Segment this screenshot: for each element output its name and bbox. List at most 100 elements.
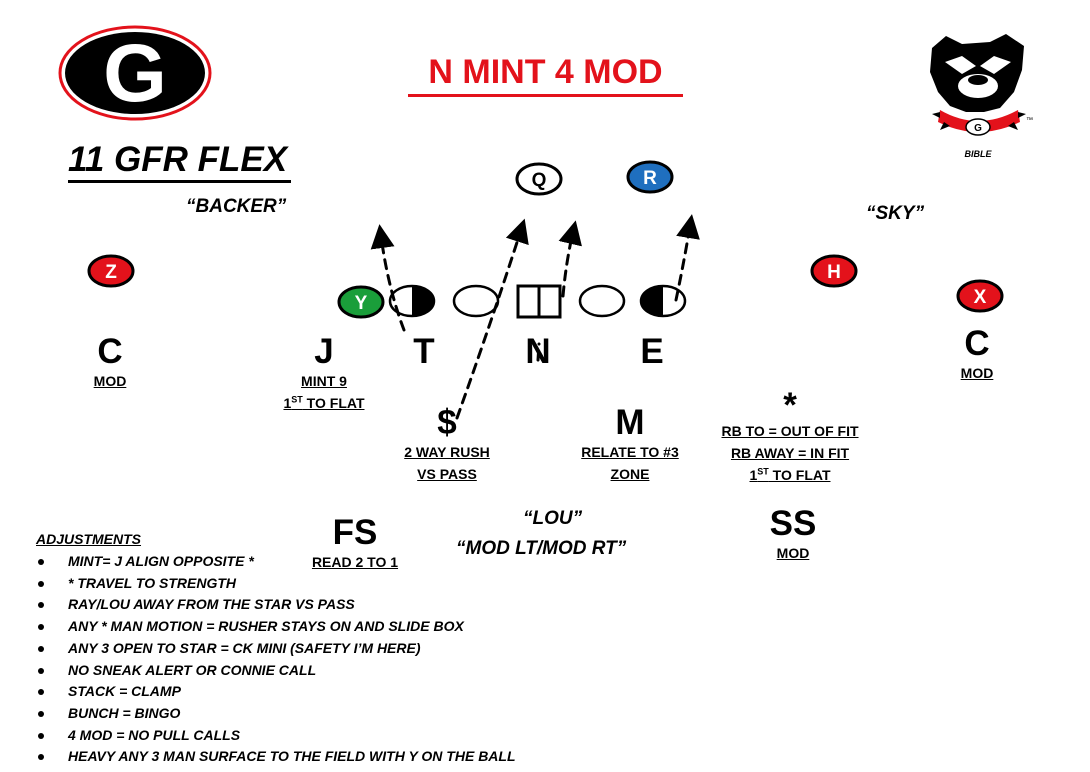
defender-note: RELATE TO #3 bbox=[581, 444, 679, 460]
defender-label: T bbox=[413, 332, 435, 371]
center-square bbox=[516, 284, 562, 319]
player-label: Y bbox=[355, 293, 368, 314]
player-marker bbox=[810, 254, 858, 288]
player-label: R bbox=[643, 168, 657, 189]
player-label: Q bbox=[532, 170, 547, 191]
adjustments-list: MINT= J ALIGN OPPOSITE * * TRAVEL TO STR… bbox=[36, 551, 516, 768]
player-marker bbox=[337, 285, 385, 319]
defender-label: C bbox=[964, 324, 990, 363]
mascot-caption: BIBLE bbox=[965, 149, 993, 159]
offense-player-q: Q bbox=[515, 162, 563, 196]
bullet-icon bbox=[38, 559, 44, 565]
defender-note: VS PASS bbox=[417, 466, 477, 482]
defender-label: * bbox=[783, 386, 797, 425]
list-item: HEAVY ANY 3 MAN SURFACE TO THE FIELD WIT… bbox=[36, 746, 516, 768]
play-title: N MINT 4 MOD bbox=[408, 52, 683, 97]
offense-player-z: Z bbox=[87, 254, 135, 288]
list-item: STACK = CLAMP bbox=[36, 681, 516, 703]
list-item: ANY * MAN MOTION = RUSHER STAYS ON AND S… bbox=[36, 616, 516, 638]
defender-label: $ bbox=[437, 403, 457, 442]
bullet-icon bbox=[38, 710, 44, 717]
list-item: RAY/LOU AWAY FROM THE STAR VS PASS bbox=[36, 594, 516, 616]
offensive-lineman bbox=[639, 284, 687, 318]
defender-note: MOD bbox=[93, 373, 127, 389]
defender-label: FS bbox=[332, 513, 378, 552]
bullet-icon bbox=[38, 732, 44, 739]
defender-j: J MINT 9 1ST TO FLAT bbox=[264, 334, 384, 414]
offense-player-x: X bbox=[956, 279, 1004, 313]
defender-note: ZONE bbox=[610, 466, 650, 482]
offensive-skill-players: Q R Z H X Y bbox=[87, 160, 1004, 319]
bullet-icon bbox=[38, 689, 44, 696]
defender-fs: FS READ 2 TO 1 bbox=[295, 515, 415, 573]
defender-ss: SS MOD bbox=[753, 506, 833, 564]
logo-letter: G bbox=[103, 28, 167, 119]
defender-note: MOD bbox=[960, 365, 994, 381]
sky-call: “SKY” bbox=[866, 203, 925, 224]
bullet-icon bbox=[38, 602, 44, 609]
defender-note: MOD bbox=[776, 545, 810, 561]
movement-arrow bbox=[536, 342, 541, 362]
player-label: H bbox=[827, 262, 841, 283]
defender-note: 2 WAY RUSH bbox=[404, 444, 490, 460]
trademark-mark: ™ bbox=[1026, 117, 1033, 124]
defender-c-left: C MOD bbox=[78, 334, 142, 392]
defender-label: C bbox=[97, 332, 123, 371]
defender-c-right: C MOD bbox=[945, 326, 1009, 384]
defender-label: SS bbox=[769, 504, 817, 543]
player-marker bbox=[956, 279, 1004, 313]
adjustments-title: ADJUSTMENTS bbox=[36, 531, 142, 547]
player-label: X bbox=[974, 287, 987, 308]
mod-call: “MOD LT/MOD RT” bbox=[456, 538, 627, 559]
georgia-g-logo: G bbox=[58, 25, 212, 121]
lou-call: “LOU” bbox=[523, 508, 583, 529]
movement-arrows bbox=[370, 214, 700, 420]
player-label: Z bbox=[105, 262, 117, 283]
bullet-icon bbox=[38, 754, 44, 761]
defender-e: E bbox=[630, 334, 674, 370]
formation-name: 11 GFR FLEX bbox=[68, 140, 292, 183]
defender-label: N bbox=[525, 332, 551, 371]
bullet-icon bbox=[38, 667, 44, 674]
offensive-line bbox=[388, 284, 687, 319]
offensive-lineman bbox=[578, 284, 626, 318]
list-item: NO SNEAK ALERT OR CONNIE CALL bbox=[36, 660, 516, 682]
offense-player-y: Y bbox=[337, 285, 385, 319]
player-marker bbox=[626, 160, 674, 194]
movement-arrow bbox=[558, 220, 582, 298]
backer-call: “BACKER” bbox=[186, 196, 287, 217]
offensive-lineman bbox=[388, 284, 436, 318]
defender-note: 1ST TO FLAT bbox=[283, 394, 365, 411]
defender-n: N bbox=[516, 334, 560, 370]
bullet-icon bbox=[38, 580, 44, 587]
list-item: 4 MOD = NO PULL CALLS bbox=[36, 725, 516, 747]
defender-note: 1ST TO FLAT bbox=[749, 466, 831, 483]
defender-note: READ 2 TO 1 bbox=[311, 554, 399, 570]
list-item: BUNCH = BINGO bbox=[36, 703, 516, 725]
defender-note: MINT 9 bbox=[301, 373, 347, 389]
player-marker bbox=[87, 254, 135, 288]
defender-m: M RELATE TO #3 ZONE bbox=[570, 405, 690, 485]
list-item: MINT= J ALIGN OPPOSITE * bbox=[36, 551, 516, 573]
defender-label: J bbox=[314, 332, 334, 371]
player-marker bbox=[515, 162, 563, 196]
movement-arrow bbox=[455, 218, 529, 420]
defender-label: M bbox=[615, 403, 645, 442]
defender-note: RB TO = OUT OF FIT bbox=[721, 423, 859, 439]
offensive-lineman bbox=[452, 284, 500, 318]
bulldog-mascot-icon: G ™ BIBLE bbox=[930, 34, 1033, 159]
movement-arrow bbox=[370, 224, 406, 332]
defender-star: * RB TO = OUT OF FIT RB AWAY = IN FIT 1S… bbox=[705, 386, 875, 486]
list-item: * TRAVEL TO STRENGTH bbox=[36, 573, 516, 595]
defender-note: RB AWAY = IN FIT bbox=[730, 445, 850, 461]
bullet-icon bbox=[38, 645, 44, 652]
list-item: ANY 3 OPEN TO STAR = CK MINI (SAFETY I’M… bbox=[36, 638, 516, 660]
defender-t: T bbox=[402, 334, 446, 370]
collar-letter: G bbox=[974, 123, 982, 134]
offense-player-r: R bbox=[626, 160, 674, 194]
offense-player-h: H bbox=[810, 254, 858, 288]
defender-dollar: $ 2 WAY RUSH VS PASS bbox=[387, 405, 507, 485]
movement-arrow bbox=[674, 214, 700, 302]
bullet-icon bbox=[38, 624, 44, 631]
